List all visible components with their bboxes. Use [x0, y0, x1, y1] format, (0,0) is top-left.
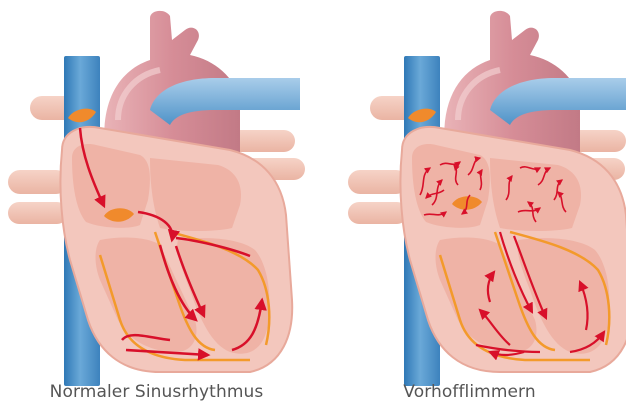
- heart-normal-sinus-rhythm: [8, 11, 305, 386]
- caption-normal-sinus-rhythm: Normaler Sinusrhythmus: [0, 382, 313, 402]
- heart-atrial-fibrillation: [348, 11, 626, 386]
- caption-atrial-fibrillation: Vorhofflimmern: [313, 382, 626, 402]
- right-atrium-af: [412, 144, 490, 228]
